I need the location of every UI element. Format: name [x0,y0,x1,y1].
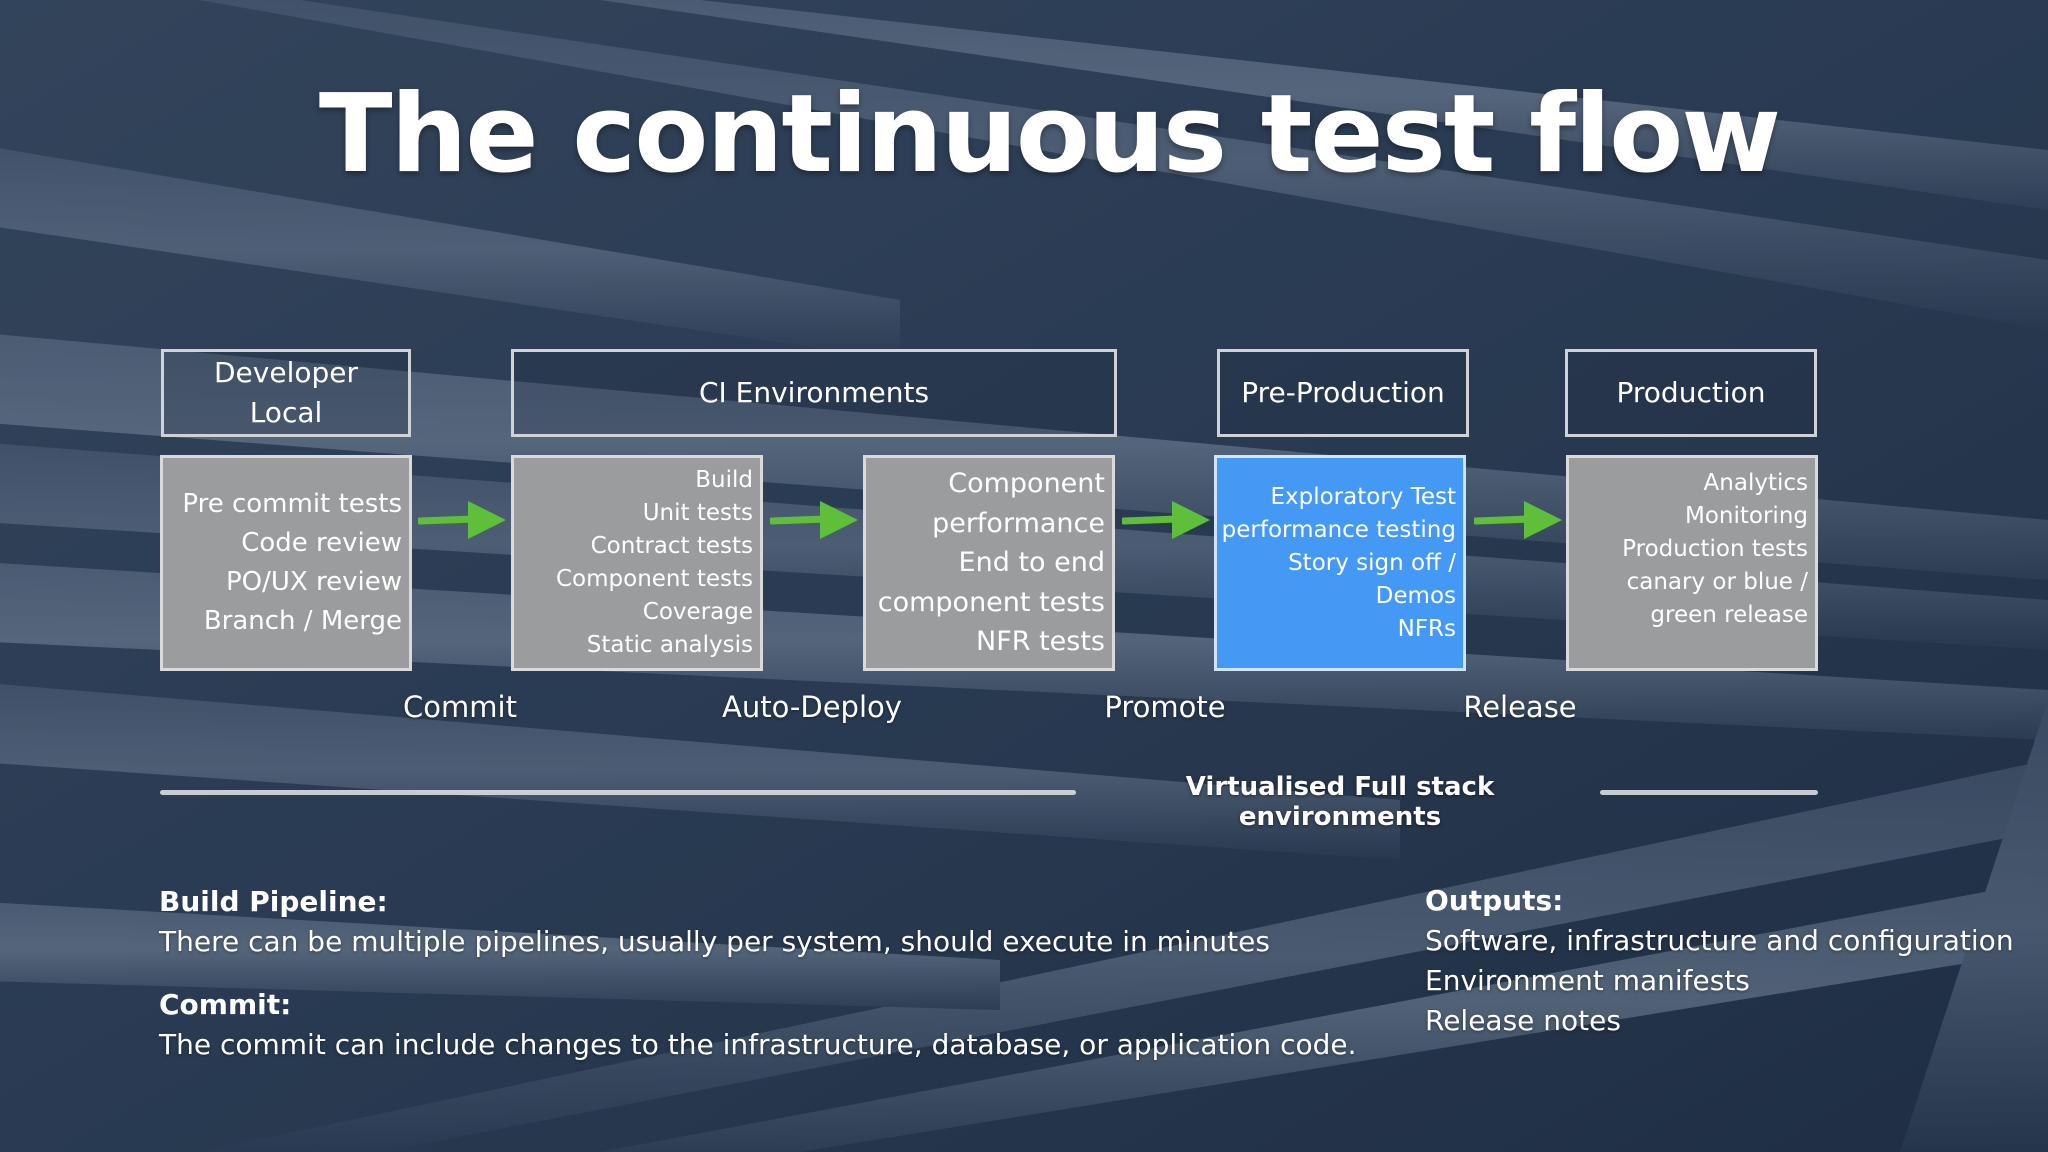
outputs-heading: Outputs: [1425,884,1564,917]
stage-box-pre-production: Exploratory Test performance testing Sto… [1214,455,1466,671]
stage-item: performance testing [1221,516,1456,543]
stage-header-ci-environments: CI Environments [511,349,1117,437]
stage-item: green release [1650,602,1808,628]
stage-item: component tests [877,586,1105,618]
arrow-right-icon [1474,501,1562,539]
stage-item: Demos [1375,582,1456,609]
stage-item: NFRs [1397,615,1456,642]
stage-item: Monitoring [1685,503,1808,529]
transition-label-promote: Promote [1104,690,1226,724]
stage-header-line: CI Environments [698,376,930,409]
arrow-right-icon [770,501,858,539]
arrow-right-icon [1122,501,1210,539]
build-pipeline-note: Build Pipeline: There can be multiple pi… [159,882,1389,962]
divider-line [1600,790,1818,795]
stage-item: NFR tests [976,626,1105,657]
stage-item: performance [932,507,1105,539]
divider-line [160,790,1076,795]
transition-label-auto-deploy: Auto-Deploy [722,690,902,724]
commit-note: Commit: The commit can include changes t… [159,985,1389,1065]
stage-header-developer-local: Developer Local [161,349,411,437]
stage-item: Pre commit tests [182,489,402,519]
outputs-item: Software, infrastructure and configurati… [1425,924,2014,957]
outputs-note: Outputs: Software, infrastructure and co… [1425,881,2035,1041]
stage-item: Story sign off / [1288,549,1456,576]
virtualised-environments-label: Virtualised Full stack environments [1185,772,1495,832]
stage-item: canary or blue / [1626,569,1808,595]
stage-item: Production tests [1622,536,1808,562]
stage-item: End to end [958,547,1105,578]
stage-header-line: Pre-Production [1241,376,1445,409]
arrow-right-icon [418,501,506,539]
outputs-item: Environment manifests [1425,964,1750,997]
stage-header-line: Developer [213,356,358,389]
stage-item: Branch / Merge [203,606,402,636]
stage-item: Exploratory Test [1270,483,1456,510]
stage-box-ci-component: Component performance End to end compone… [863,455,1115,671]
stage-item: Analytics [1703,470,1808,496]
stage-header-line: Production [1616,376,1766,409]
stage-item: Static analysis [586,632,753,658]
commit-text: The commit can include changes to the in… [159,1028,1357,1061]
outputs-item: Release notes [1425,1004,1621,1037]
stage-header-production: Production [1565,349,1817,437]
stage-box-developer-local: Pre commit tests Code review PO/UX revie… [160,455,412,671]
commit-heading: Commit: [159,988,292,1021]
stage-item: Build [695,467,753,493]
stage-item: PO/UX review [226,567,402,597]
stage-item: Component tests [556,566,753,592]
stage-item: Coverage [642,599,753,625]
build-pipeline-heading: Build Pipeline: [159,885,388,918]
stage-box-ci-build: Build Unit tests Contract tests Componen… [511,455,763,671]
stage-item: Code review [241,528,402,558]
stage-box-production: Analytics Monitoring Production tests ca… [1566,455,1818,671]
stage-item: Component [948,468,1105,499]
slide-title: The continuous test flow [318,72,1781,197]
stage-item: Contract tests [590,533,753,559]
stage-item: Unit tests [642,500,753,526]
build-pipeline-text: There can be multiple pipelines, usually… [159,925,1270,958]
transition-label-release: Release [1463,690,1577,724]
stage-header-pre-production: Pre-Production [1217,349,1469,437]
transition-label-commit: Commit [403,690,517,724]
stage-header-line: Local [249,396,323,429]
